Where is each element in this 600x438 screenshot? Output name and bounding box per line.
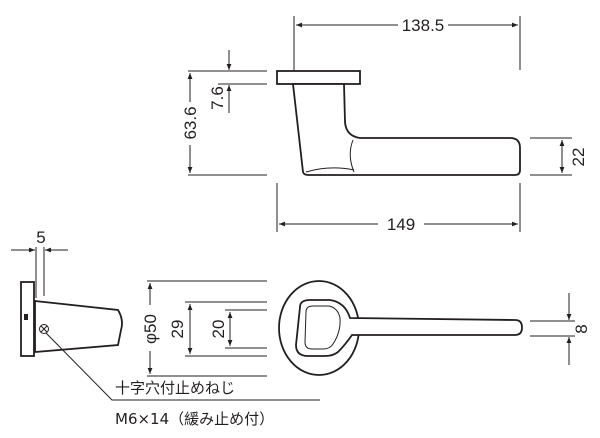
dim-7-6: 7.6 <box>208 86 227 110</box>
dim-138-5: 138.5 <box>402 16 445 35</box>
side-rose-mark <box>24 314 28 320</box>
screw-icon <box>39 324 49 334</box>
front-view: 8 <box>278 280 591 376</box>
lever-body <box>291 83 521 176</box>
dim-phi50: φ50 <box>141 314 160 344</box>
screw-name-label: 十字穴付止めねじ <box>115 379 235 397</box>
dim-20: 20 <box>209 320 228 339</box>
dim-149: 149 <box>387 215 415 234</box>
front-view-dimensions: φ50 29 20 <box>140 280 267 377</box>
side-neck <box>34 299 123 353</box>
dim-5: 5 <box>36 228 45 247</box>
dim-8: 8 <box>572 324 591 333</box>
screw-leader <box>45 332 320 401</box>
front-lever-inner <box>304 305 341 350</box>
dim-29: 29 <box>168 320 187 339</box>
side-view: 5 十字穴付止めねじ M6×14（緩み止め付） <box>11 228 320 428</box>
neck-edge <box>349 139 355 173</box>
top-view: 138.5 7.6 63.6 22 149 <box>181 16 588 234</box>
rose-plate <box>276 70 361 85</box>
dim-63-6: 63.6 <box>181 106 200 139</box>
screw-spec-label: M6×14（緩み止め付） <box>115 410 274 428</box>
front-lever <box>295 299 523 357</box>
neck-shading <box>305 167 355 173</box>
dim-22: 22 <box>569 148 588 167</box>
